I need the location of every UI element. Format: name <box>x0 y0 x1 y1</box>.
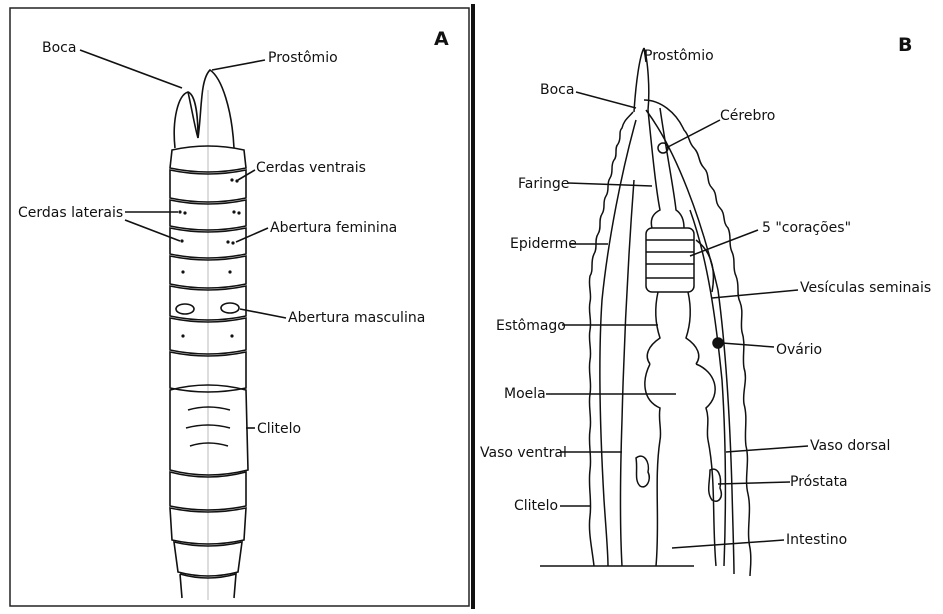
leader-cerdas-laterais-2 <box>125 220 180 241</box>
label-boca-a: Boca <box>42 40 76 56</box>
intestine-left <box>656 440 660 566</box>
leader-abertura-masculina <box>240 309 286 318</box>
label-vesiculas-seminais: Vesículas seminais <box>800 280 931 296</box>
body-segments <box>170 146 248 598</box>
leader-faringe <box>568 183 652 186</box>
label-clitelo-b: Clitelo <box>514 498 558 514</box>
leader-prostomio-a <box>212 60 265 70</box>
leader-ovario <box>722 343 774 347</box>
clitellum-line <box>190 443 228 446</box>
label-boca-b: Boca <box>540 82 574 98</box>
stomach-left <box>647 292 660 364</box>
panel-b-letter: B <box>898 34 912 56</box>
panel-a: A <box>18 28 449 600</box>
label-moela: Moela <box>504 386 546 402</box>
panel-a-letter: A <box>434 28 449 50</box>
stomach-right <box>686 292 699 364</box>
intestine-right <box>708 440 716 566</box>
ovary <box>713 338 723 348</box>
body-wall-left <box>589 112 633 566</box>
label-estomago: Estômago <box>496 318 566 334</box>
gizzard-right <box>696 364 715 440</box>
label-clitelo-a: Clitelo <box>257 421 301 437</box>
label-abertura-feminina: Abertura feminina <box>270 220 397 236</box>
prostomium-lobe <box>174 70 234 148</box>
label-prostomio-a: Prostômio <box>268 50 338 66</box>
prostate-gland <box>709 469 722 501</box>
label-prostata: Próstata <box>790 474 848 490</box>
label-prostomio-b: Prostômio <box>644 48 714 64</box>
leader-boca-a <box>80 50 182 88</box>
leader-abertura-feminina <box>236 228 268 242</box>
leader-vesiculas <box>712 290 798 298</box>
epidermis-left <box>600 120 636 566</box>
label-abertura-masculina: Abertura masculina <box>288 310 425 326</box>
gizzard-left <box>645 364 661 440</box>
male-opening-left <box>176 304 194 314</box>
label-cerdas-ventrais: Cerdas ventrais <box>256 160 366 176</box>
pharynx-right <box>660 108 684 228</box>
clitellum-gland <box>636 456 649 487</box>
clitellum-line <box>188 407 230 410</box>
leader-cerebro <box>666 120 720 148</box>
label-vaso-dorsal: Vaso dorsal <box>810 438 890 454</box>
label-cerdas-laterais: Cerdas laterais <box>18 205 123 221</box>
label-ovario: Ovário <box>776 342 822 358</box>
panel-b: B <box>480 34 931 576</box>
clitellum <box>170 385 248 475</box>
dorsal-vessel <box>690 210 725 566</box>
leader-intestino <box>672 540 784 548</box>
label-intestino: Intestino <box>786 532 847 548</box>
label-epiderme: Epiderme <box>510 236 577 252</box>
ventral-vessel <box>621 180 635 566</box>
leader-boca-b <box>576 92 636 108</box>
hearts-block <box>646 228 694 292</box>
label-coracoes: 5 "corações" <box>762 220 851 236</box>
label-faringe: Faringe <box>518 176 569 192</box>
leader-vaso-dorsal <box>726 446 808 452</box>
leader-prostata <box>718 482 790 484</box>
male-opening-right <box>221 303 239 313</box>
label-cerebro: Cérebro <box>720 108 775 124</box>
label-vaso-ventral: Vaso ventral <box>480 445 567 461</box>
